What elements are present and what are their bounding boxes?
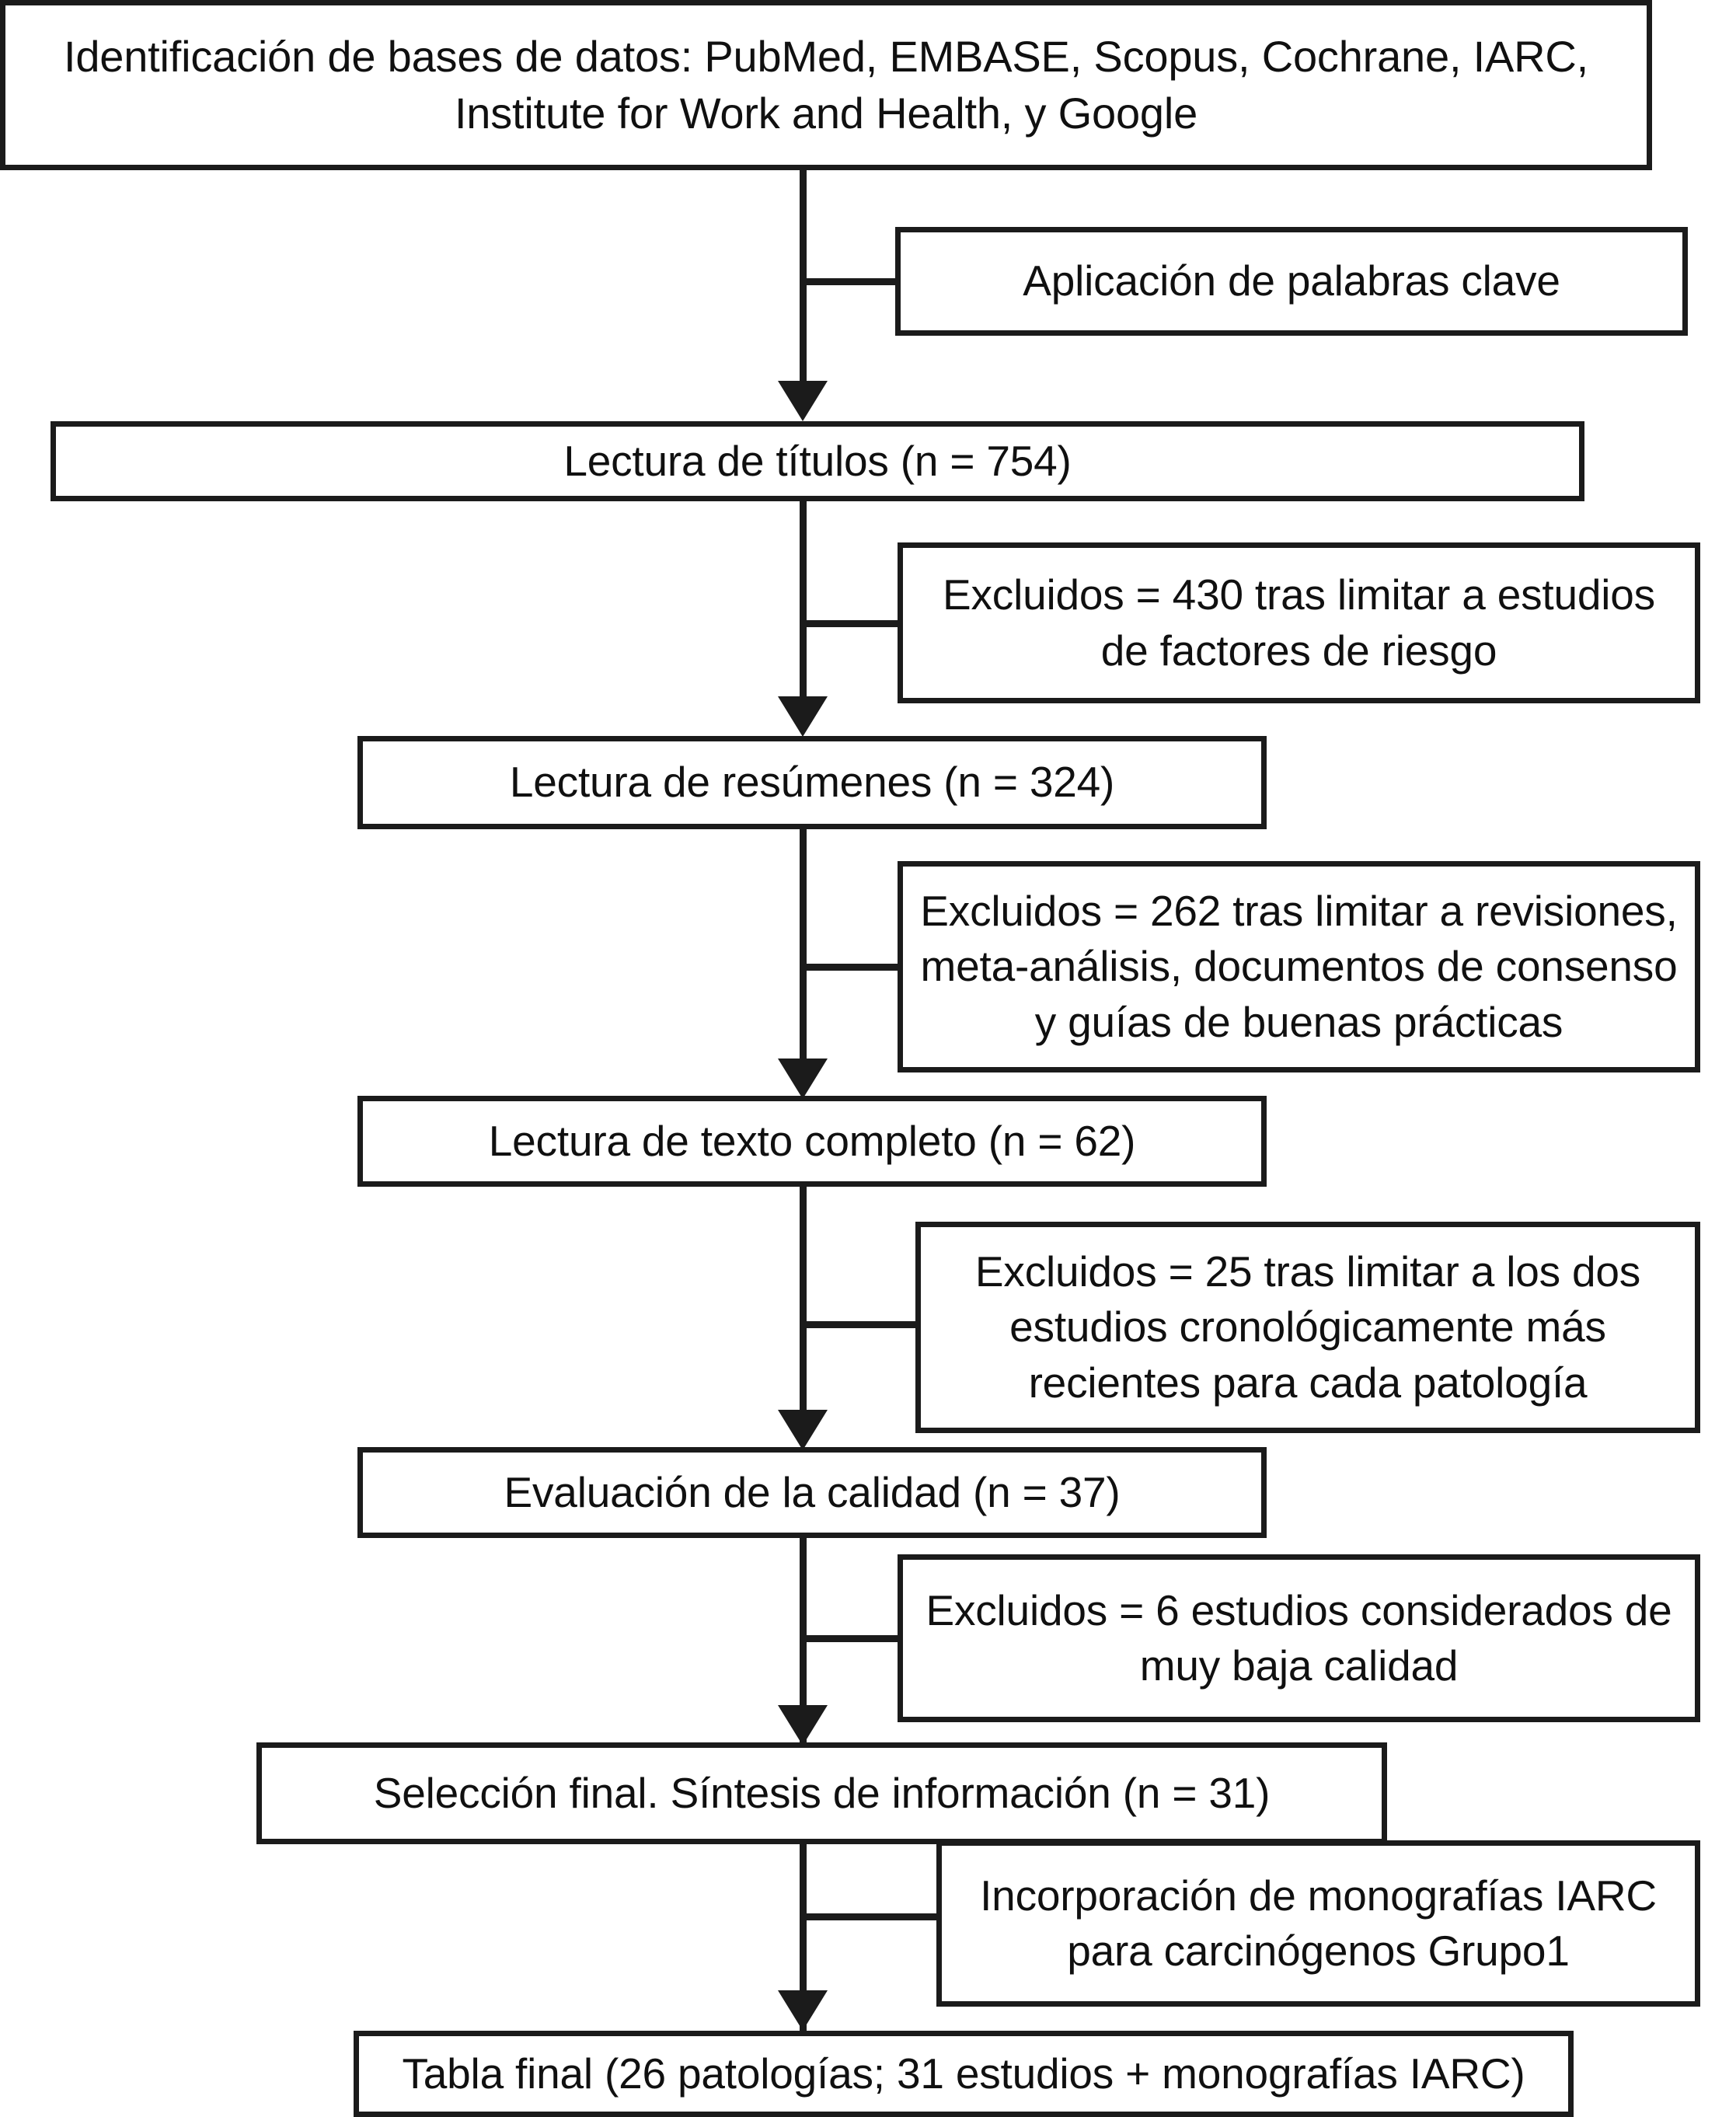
arrowhead-final-table bbox=[778, 1990, 828, 2031]
node-keywords-label: Aplicación de palabras clave bbox=[1023, 256, 1560, 305]
node-final-selection-label: Selección final. Síntesis de información… bbox=[373, 1768, 1271, 1817]
connector-spine-to-excluded-quality bbox=[800, 1635, 903, 1642]
arrowhead-abstracts bbox=[778, 696, 828, 737]
node-final-table: Tabla final (26 patologías; 31 estudios … bbox=[354, 2031, 1574, 2117]
arrowhead-quality bbox=[778, 1410, 828, 1450]
node-excluded-abstracts-label: Excluidos = 262 tras limitar a revisione… bbox=[920, 886, 1678, 1046]
node-quality-label: Evaluación de la calidad (n = 37) bbox=[504, 1467, 1121, 1516]
node-final-selection: Selección final. Síntesis de información… bbox=[256, 1742, 1387, 1844]
connector-titles-spine-to-keywords bbox=[800, 278, 901, 285]
node-keywords: Aplicación de palabras clave bbox=[895, 227, 1688, 336]
node-identification: Identificación de bases de datos: PubMed… bbox=[0, 0, 1652, 170]
arrowhead-titles bbox=[778, 381, 828, 421]
node-excluded-quality-label: Excluidos = 6 estudios considerados de m… bbox=[926, 1585, 1672, 1690]
node-abstracts-label: Lectura de resúmenes (n = 324) bbox=[509, 758, 1115, 807]
arrowhead-fulltext bbox=[778, 1058, 828, 1099]
connector-spine-to-excluded-fulltext bbox=[800, 1321, 921, 1328]
node-quality: Evaluación de la calidad (n = 37) bbox=[357, 1447, 1267, 1538]
node-excluded-titles-label: Excluidos = 430 tras limitar a estudios … bbox=[943, 570, 1655, 675]
connector-spine-to-excluded-titles bbox=[800, 620, 903, 627]
connector-fulltext-to-quality bbox=[800, 1187, 807, 1414]
connector-titles-to-abstracts bbox=[800, 501, 807, 699]
connector-abstracts-to-fulltext bbox=[800, 829, 807, 1062]
node-iarc-monographs: Incorporación de monografías IARC para c… bbox=[936, 1840, 1700, 2007]
node-excluded-fulltext: Excluidos = 25 tras limitar a los dos es… bbox=[915, 1222, 1700, 1433]
node-fulltext-label: Lectura de texto completo (n = 62) bbox=[488, 1116, 1136, 1165]
connector-identification-to-titles bbox=[800, 170, 807, 384]
node-excluded-quality: Excluidos = 6 estudios considerados de m… bbox=[898, 1554, 1700, 1722]
node-fulltext: Lectura de texto completo (n = 62) bbox=[357, 1096, 1267, 1187]
connector-quality-to-final-selection bbox=[800, 1538, 807, 1747]
connector-spine-to-iarc-monographs bbox=[800, 1913, 942, 1920]
node-iarc-monographs-label: Incorporación de monografías IARC para c… bbox=[980, 1871, 1657, 1976]
arrowhead-final-selection bbox=[778, 1705, 828, 1746]
node-abstracts: Lectura de resúmenes (n = 324) bbox=[357, 736, 1267, 829]
node-final-table-label: Tabla final (26 patologías; 31 estudios … bbox=[402, 2049, 1525, 2098]
node-identification-label: Identificación de bases de datos: PubMed… bbox=[63, 31, 1589, 138]
node-excluded-abstracts: Excluidos = 262 tras limitar a revisione… bbox=[898, 861, 1700, 1072]
connector-final-selection-to-final-table bbox=[800, 1844, 807, 2039]
node-titles-label: Lectura de títulos (n = 754) bbox=[563, 436, 1072, 485]
node-titles: Lectura de títulos (n = 754) bbox=[51, 421, 1584, 501]
connector-spine-to-excluded-abstracts bbox=[800, 964, 903, 971]
node-excluded-fulltext-label: Excluidos = 25 tras limitar a los dos es… bbox=[974, 1247, 1641, 1407]
node-excluded-titles: Excluidos = 430 tras limitar a estudios … bbox=[898, 542, 1700, 703]
